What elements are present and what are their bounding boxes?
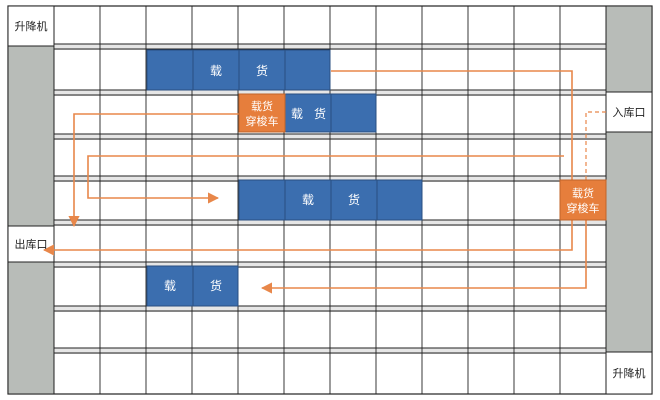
path-shuttle-loop: [87, 155, 564, 204]
inbound-box: [605, 91, 653, 133]
cargo-label: 货: [314, 106, 326, 121]
shuttle-label-line2: 穿梭车: [567, 201, 600, 215]
lift-top-label: 升降机: [15, 19, 48, 33]
inbound-label: 入库口: [613, 106, 646, 119]
rack-grid: [53, 6, 607, 394]
cargo-label: 载: [210, 64, 222, 78]
lift-bottom-label: 升降机: [613, 366, 646, 380]
shuttle-car: 载货 穿梭车: [238, 93, 286, 133]
cargo-label: 货: [348, 192, 360, 207]
cargo-block: 载 货: [238, 179, 423, 221]
cargo-block: 载 货: [146, 265, 239, 307]
cargo-label: 载: [164, 279, 176, 293]
right-lift-shaft-lower: [605, 131, 653, 353]
shuttle-label-line2: 穿梭车: [246, 114, 279, 128]
cargo-label: 货: [210, 278, 222, 293]
path-inbound-to-shuttle: [331, 70, 573, 180]
outbound-label: 出库口: [15, 237, 48, 251]
cargo-label: 载: [291, 107, 303, 121]
shuttle-car: 载货 穿梭车: [559, 179, 607, 221]
left-lift-shaft-upper: [7, 45, 55, 227]
path-shuttle-to-cargo: [260, 220, 587, 294]
cargo-block: 载 货: [284, 93, 377, 133]
path-inbound-dashed: [585, 111, 606, 180]
path-upper-to-outbound: [68, 113, 239, 228]
shuttle-paths: [42, 70, 606, 294]
cargo-label: 货: [256, 63, 268, 78]
path-shuttle-to-outbound: [42, 220, 573, 256]
left-lift-shaft-lower: [7, 261, 55, 395]
shuttle-label-line1: 载货: [251, 99, 273, 113]
right-lift-shaft-upper: [605, 5, 653, 93]
cargo-label: 载: [302, 193, 314, 207]
shuttle-label-line1: 载货: [572, 186, 594, 200]
cargo-block: 载 货: [146, 49, 331, 91]
